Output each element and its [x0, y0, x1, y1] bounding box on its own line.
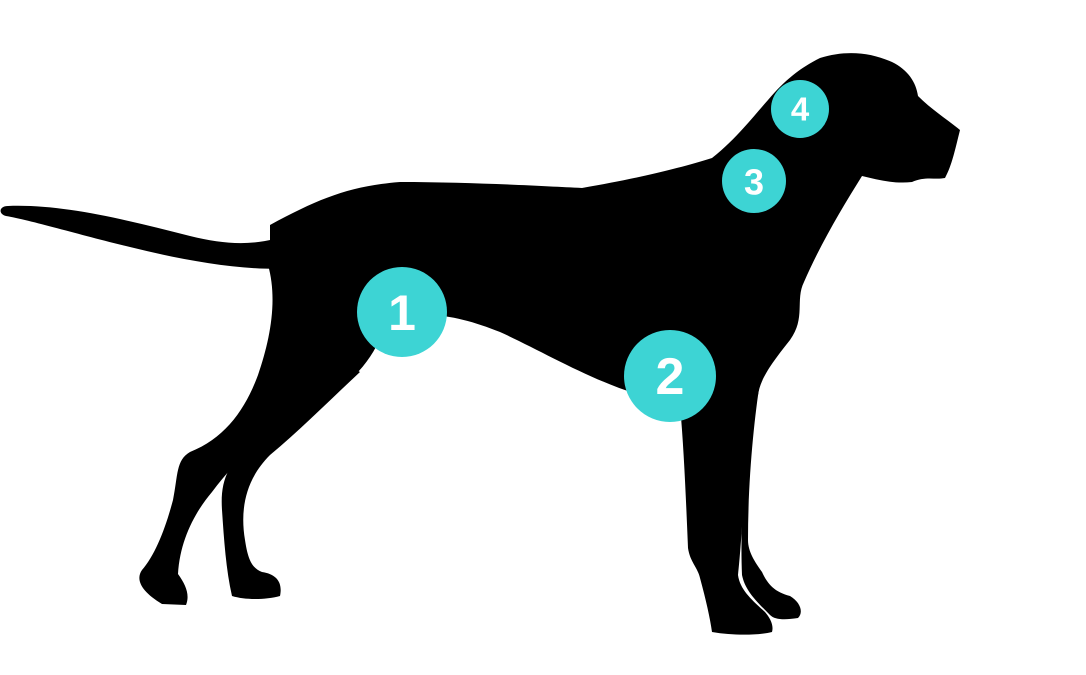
dog-silhouette [0, 53, 960, 635]
marker-3[interactable]: 3 [722, 149, 786, 213]
dog-front-leg-far [741, 382, 801, 620]
marker-3-label: 3 [744, 162, 764, 203]
marker-1-label: 1 [388, 285, 416, 341]
marker-4-circle [771, 80, 829, 138]
marker-1-circle [357, 267, 447, 357]
marker-1[interactable]: 1 [357, 267, 447, 357]
marker-4-label: 4 [791, 91, 810, 128]
marker-2[interactable]: 2 [624, 330, 716, 422]
marker-2-label: 2 [656, 348, 685, 406]
marker-3-circle [722, 149, 786, 213]
dog-front-leg [680, 382, 773, 635]
dog-tail [0, 205, 301, 269]
dog-rear-leg-near [139, 265, 385, 605]
marker-4[interactable]: 4 [771, 80, 829, 138]
dog-rear-leg-far [221, 366, 360, 599]
marker-2-circle [624, 330, 716, 422]
